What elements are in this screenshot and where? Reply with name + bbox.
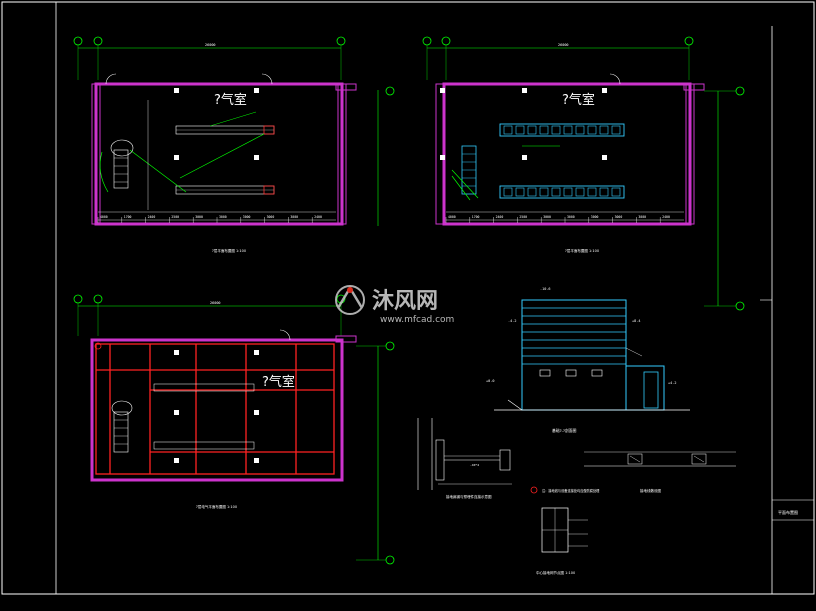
dims-row-value: 3000	[615, 215, 623, 219]
drawing-caption: ?层平面布置图 1:100	[212, 248, 246, 253]
dims-row-value: 2400	[314, 215, 322, 219]
cabinet-stack	[113, 149, 129, 189]
dims-row-value: 3000	[195, 215, 203, 219]
watermark-logo-icon	[335, 285, 365, 315]
room-label: ?气室	[562, 92, 595, 108]
axis-bubble	[73, 36, 83, 46]
title-block-text: 平面布置图	[778, 509, 798, 515]
dims-row-value: 2500	[171, 215, 179, 219]
room-label: ?气室	[262, 374, 295, 390]
drawing-caption: 接地扁钢与预埋件连接示意图	[446, 494, 492, 499]
room-label: ?气室	[214, 92, 247, 108]
door-swing	[261, 73, 273, 85]
detail-ground-wire: 接地线敷设图	[584, 451, 736, 493]
dims-row-value: 3000	[543, 215, 551, 219]
plan-bottom-left: 26000 ?气室 ?层电气平面布置图 1:10	[73, 294, 357, 509]
drawing-frame	[1, 1, 815, 595]
section-level-label: +4.2	[668, 381, 676, 385]
axis-bubble	[336, 36, 346, 46]
drawing-caption: ?层平面布置图 1:100	[565, 248, 599, 253]
dims-row-value: 2500	[519, 215, 527, 219]
dims-row: 4000 1700 2400 2500 3000 3000 3000 3000 3000 2400	[97, 215, 336, 223]
dims-row-value: 4000	[448, 215, 456, 219]
dims-row-value: 3000	[591, 215, 599, 219]
plan-top-left: 26000 ?气室 ?层平面布置图 1:10	[73, 36, 357, 253]
door-swing	[105, 73, 117, 85]
detail-grid-node: 注：接地线与设备连接处均应做防腐处理 中心接地网节点图 1:100	[530, 486, 600, 575]
dimension-text: 26000	[210, 301, 221, 305]
dims-row-value: 3000	[290, 215, 298, 219]
dims-row-value: 3000	[638, 215, 646, 219]
section-level-label: +8.4	[632, 319, 640, 323]
drawing-caption: 接地线敷设图	[640, 488, 661, 493]
detail-grounding-connection: -40*4 接地扁钢与预埋件连接示意图	[417, 418, 512, 499]
dims-row-value: 1700	[124, 215, 132, 219]
grounding-grid	[95, 343, 335, 475]
dims-row-value: 3000	[219, 215, 227, 219]
wall-outline	[94, 82, 344, 226]
dims-row-value: 4000	[100, 215, 108, 219]
plan-top-right: 26000 ?气室 ?层平面布置图 1:100	[422, 36, 705, 253]
section-level-label: -4.2	[508, 319, 516, 323]
section-level-label: +0.0	[486, 379, 494, 383]
dims-row-value: 2400	[496, 215, 504, 219]
watermark: 沐风网 www.mfcad.com	[335, 285, 454, 325]
detail-note: 注：接地线与设备连接处均应做防腐处理	[542, 488, 600, 493]
watermark-url: www.mfcad.com	[380, 315, 454, 325]
watermark-brand: 沐风网	[372, 289, 438, 314]
svg-text:-40*4: -40*4	[470, 463, 479, 467]
section-level-label: -10.6	[540, 287, 551, 291]
dims-row: 4000 1700 2400 2500 3000 3000 3000 3000 3000 2400	[445, 215, 684, 223]
cyan-equipment-bottom	[499, 185, 625, 199]
wall-outline	[90, 338, 344, 482]
dims-row-value: 2400	[662, 215, 670, 219]
cyan-equipment-top	[499, 123, 625, 137]
drawing-caption: ?层电气平面布置图 1:100	[196, 504, 237, 509]
drawing-caption: 中心接地网节点图 1:100	[536, 570, 575, 575]
section-outline	[521, 299, 627, 411]
building-section: -10.6 +8.4 -4.2 +4.2 +0.0 基础?-?剖面图	[486, 287, 690, 433]
dims-row-value: 1700	[472, 215, 480, 219]
axis-bubble	[93, 36, 103, 46]
dims-row-value: 3000	[243, 215, 251, 219]
dimension-text: 26000	[205, 43, 216, 47]
drawing-caption: 基础?-?剖面图	[552, 428, 577, 433]
dims-row-value: 2400	[148, 215, 156, 219]
dims-row-value: 3000	[567, 215, 575, 219]
dimension-text: 26000	[558, 43, 569, 47]
dims-row-value: 3000	[267, 215, 275, 219]
